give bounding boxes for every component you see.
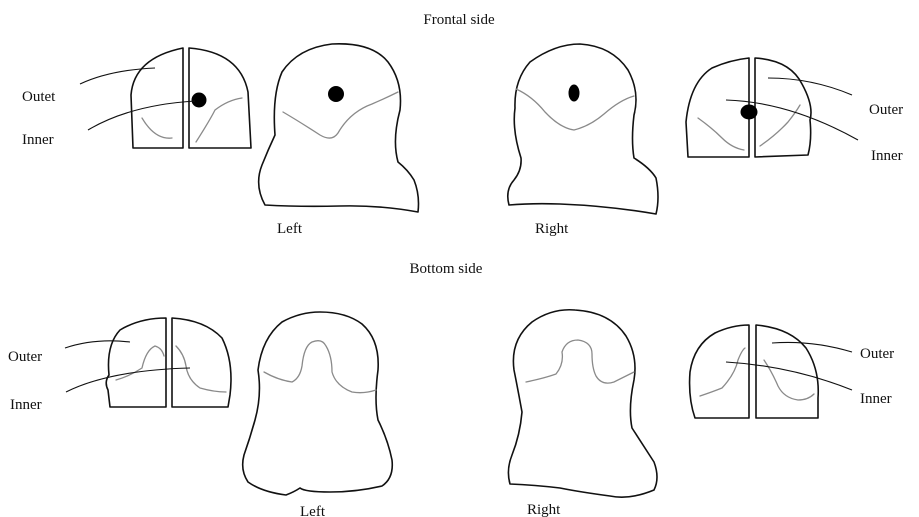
frontal-left-specimen-outline <box>259 44 419 212</box>
frontal-left-split-inner-boundary-left <box>142 118 172 138</box>
bottom-left-specimen: Left <box>243 312 393 517</box>
frontal-left-specimen: Left <box>259 44 419 237</box>
bottom-right-caption: Right <box>527 502 561 517</box>
bottom-right-split-inner-boundary-left <box>700 348 745 396</box>
frontal-right-split-right-half <box>755 58 811 157</box>
bottom-left-split-inner-boundary-left <box>116 346 164 380</box>
bottom-right-inner-leader <box>726 362 852 390</box>
bottom-right-outer-label: Outer <box>860 346 894 362</box>
frontal-left-specimen-marker <box>328 86 344 102</box>
bottom-left-split-section: Outer Inner <box>8 318 231 413</box>
frontal-right-caption: Right <box>535 221 569 237</box>
bottom-left-split-inner-boundary-right <box>176 346 226 392</box>
bottom-right-split-section: Outer Inner <box>690 325 895 418</box>
bottom-right-specimen-outline <box>508 310 657 497</box>
bottom-left-specimen-inner-boundary <box>264 341 376 393</box>
bottom-right-inner-label: Inner <box>860 391 892 407</box>
frontal-right-split-inner-boundary-left <box>698 118 744 150</box>
bottom-left-outer-leader <box>65 341 130 348</box>
bottom-left-inner-label: Inner <box>10 397 42 413</box>
bottom-right-specimen: Right <box>508 310 657 517</box>
bottom-right-split-right-half <box>756 325 818 418</box>
frontal-right-specimen: Right <box>508 44 658 237</box>
bottom-left-split-right-half <box>172 318 231 407</box>
frontal-right-split-section: Outer Inner <box>686 58 903 164</box>
bottom-left-caption: Left <box>300 504 326 517</box>
bottom-right-outer-leader <box>772 342 852 352</box>
frontal-left-split-section: Outet Inner <box>22 48 251 148</box>
bottom-right-split-left-half <box>690 325 749 418</box>
frontal-left-split-left-half <box>131 48 183 148</box>
bottom-right-specimen-inner-boundary <box>526 340 634 383</box>
frontal-right-outer-label: Outer <box>869 102 903 118</box>
frontal-left-split-marker <box>192 93 207 108</box>
frontal-right-split-inner-boundary-right <box>760 105 800 146</box>
bottom-left-outer-label: Outer <box>8 349 42 365</box>
frontal-right-specimen-marker <box>569 85 580 102</box>
frontal-right-outer-leader <box>768 78 852 95</box>
bottom-section-title: Bottom side <box>410 261 483 277</box>
frontal-left-inner-leader <box>88 101 195 130</box>
frontal-left-inner-label: Inner <box>22 132 54 148</box>
frontal-left-outer-label: Outet <box>22 89 56 105</box>
frontal-right-specimen-outline <box>508 44 658 214</box>
frontal-section-title: Frontal side <box>423 12 495 28</box>
bottom-left-split-left-half <box>106 318 166 407</box>
frontal-right-inner-label: Inner <box>871 148 903 164</box>
bottom-left-specimen-outline <box>243 312 393 495</box>
frontal-left-caption: Left <box>277 221 303 237</box>
frontal-right-split-left-half <box>686 58 749 157</box>
frontal-left-outer-leader <box>80 68 155 84</box>
frontal-right-split-marker <box>741 105 758 120</box>
bottom-right-split-inner-boundary-right <box>764 360 814 400</box>
